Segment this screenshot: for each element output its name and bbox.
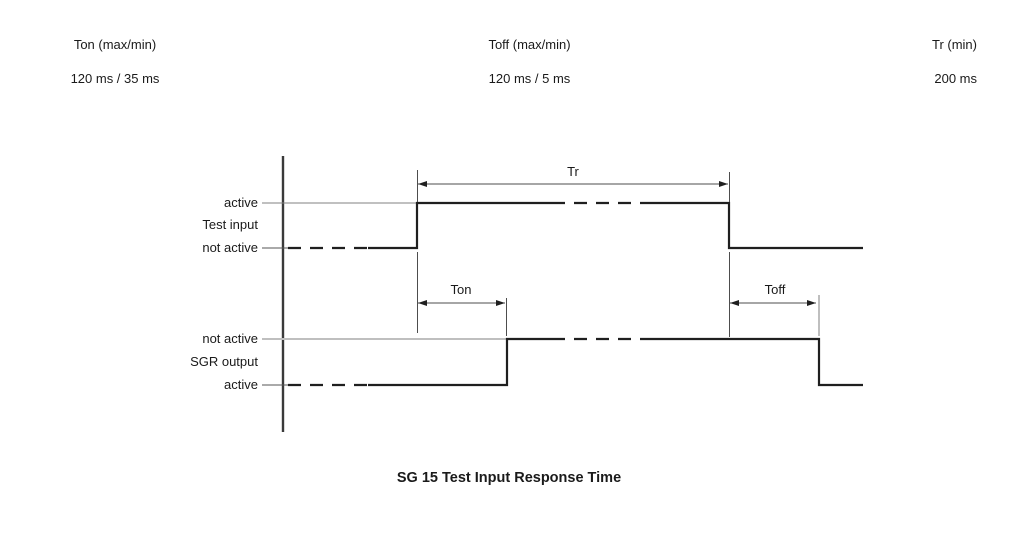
test-input-signal-name: Test input [202,217,258,232]
param-tr-name: Tr (min) [931,37,977,52]
sgr-signal-falling [640,337,863,387]
test-input-signal-falling [640,201,863,250]
toff-arrowhead-left [730,300,739,306]
param-toff-value: 120 ms / 5 ms [488,71,571,86]
ton-arrowhead-left [418,300,427,306]
test-input-notactive-label: not active [202,240,258,255]
sgr-signal-name: SGR output [190,354,258,369]
param-ton: Ton (max/min) 120 ms / 35 ms [30,37,200,87]
toff-arrowhead-right [807,300,816,306]
tr-arrowhead-left [418,181,427,187]
test-input-active-label: active [224,195,258,210]
param-ton-name: Ton (max/min) [73,37,157,52]
test-input-signal-rising [368,201,552,250]
param-tr: Tr (min) 200 ms [932,37,977,87]
param-toff-name: Toff (max/min) [488,37,571,52]
sgr-signal-rising [368,337,552,387]
ton-dimension-label: Ton [450,282,472,297]
sgr-active-label: active [224,377,258,392]
ton-arrowhead-right [496,300,505,306]
diagram-title: SG 15 Test Input Response Time [396,470,622,486]
tr-dimension-label: Tr [567,164,579,179]
param-tr-value: 200 ms [934,71,977,86]
tr-arrowhead-right [719,181,728,187]
param-toff: Toff (max/min) 120 ms / 5 ms [442,37,617,87]
toff-dimension-label: Toff [764,282,786,297]
param-ton-value: 120 ms / 35 ms [70,71,160,86]
sgr-notactive-label: not active [202,331,258,346]
